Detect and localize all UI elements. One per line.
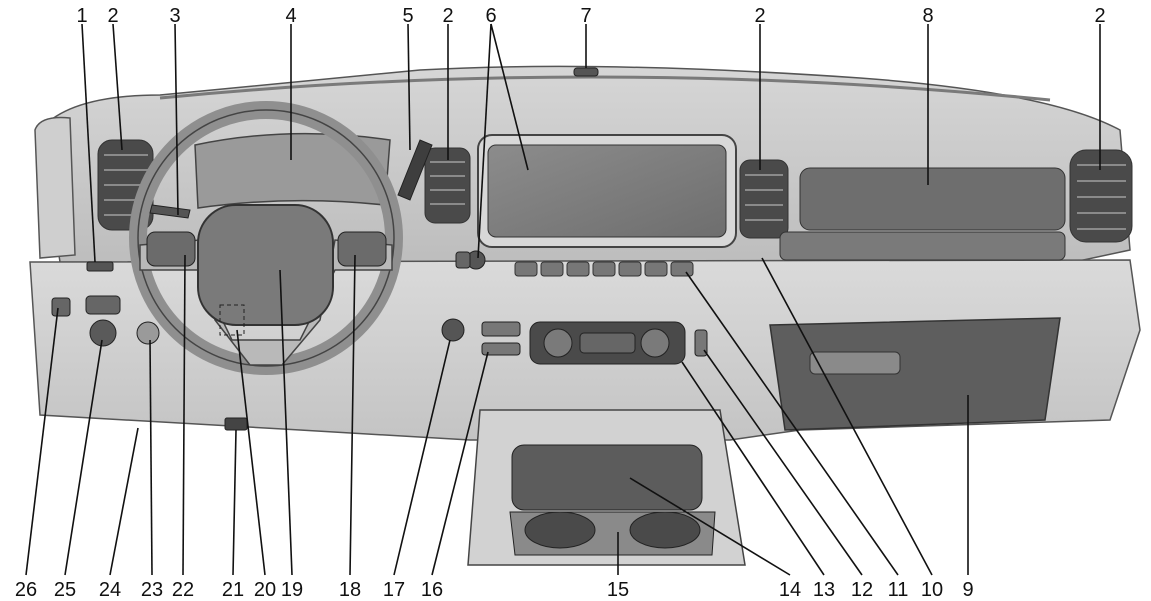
left-switch-block	[85, 295, 121, 315]
wiper-stalk	[397, 139, 433, 201]
callout-number: 16	[421, 579, 443, 601]
center-switch-lower	[481, 342, 521, 356]
left-switch-small	[51, 297, 71, 317]
left-door-trim	[34, 116, 76, 259]
glove-box	[769, 317, 1061, 431]
callout-number: 13	[813, 579, 835, 601]
left-wheel-controls	[146, 231, 196, 267]
passenger-airbag-panel	[799, 167, 1066, 231]
callout-number: 26	[15, 579, 37, 601]
callout-number: 24	[99, 579, 121, 601]
callout-number: 8	[922, 5, 933, 27]
cupholder-right	[629, 511, 701, 549]
climate-center-buttons	[579, 332, 636, 354]
callout-number: 2	[107, 5, 118, 27]
dashboard-top-edge	[159, 75, 1051, 102]
overhead-camera	[573, 67, 599, 77]
callout-number: 2	[1094, 5, 1105, 27]
vent-right-center-slats	[745, 174, 783, 221]
callout-number: 17	[383, 579, 405, 601]
bottom-callouts: 26 25 24 23 22 21 20 19 18 17 16 15 14 1…	[15, 579, 974, 601]
console-storage-tray	[511, 444, 703, 511]
callout-number: 20	[254, 579, 276, 601]
headlamp-knob	[89, 319, 117, 347]
left-lower-knob	[136, 321, 160, 345]
vent-right-outer-slats	[1077, 164, 1126, 230]
callout-number: 3	[169, 5, 180, 27]
callout-number: 2	[754, 5, 765, 27]
callout-number: 7	[580, 5, 591, 27]
steering-wheel-rim-edge	[137, 109, 395, 367]
instrument-cluster	[194, 132, 391, 209]
engine-start-button	[441, 318, 465, 342]
callout-number: 9	[962, 579, 973, 601]
screen-button-row	[514, 261, 694, 277]
callout-number: 4	[285, 5, 296, 27]
cupholder-left	[524, 511, 596, 549]
callout-number: 6	[485, 5, 496, 27]
callout-number: 10	[921, 579, 943, 601]
left-vent-bar	[86, 261, 114, 272]
center-switch-upper	[481, 321, 521, 337]
steering-wheel-hub	[197, 204, 334, 326]
callout-number: 11	[888, 579, 909, 601]
callout-number: 15	[607, 579, 629, 601]
glove-box-handle	[809, 351, 901, 375]
callout-number: 25	[54, 579, 76, 601]
callout-number: 23	[141, 579, 163, 601]
callout-number: 19	[281, 579, 303, 601]
climate-knob-right	[640, 328, 670, 358]
callout-number: 14	[779, 579, 801, 601]
leader-lines	[25, 23, 1101, 576]
climate-side-switch	[694, 329, 708, 357]
top-callouts: 1 2 3 4 5 2 6 7 2 8 2	[76, 5, 1105, 27]
callout-number: 5	[402, 5, 413, 27]
callout-number: 18	[339, 579, 361, 601]
screen-side-button	[455, 251, 471, 269]
callout-number: 12	[851, 579, 873, 601]
vent-left-center-slats	[430, 161, 465, 205]
callout-number: 22	[172, 579, 194, 601]
callout-number: 1	[76, 5, 87, 27]
climate-knob-left	[543, 328, 573, 358]
passenger-trim-strip	[779, 231, 1066, 261]
hood-release	[224, 417, 248, 431]
callout-number: 21	[222, 579, 244, 601]
callout-number: 2	[442, 5, 453, 27]
right-wheel-controls	[337, 231, 387, 267]
infotainment-screen	[487, 144, 727, 238]
wheel-adjust-outline	[219, 304, 245, 336]
vent-right-center	[739, 159, 789, 239]
